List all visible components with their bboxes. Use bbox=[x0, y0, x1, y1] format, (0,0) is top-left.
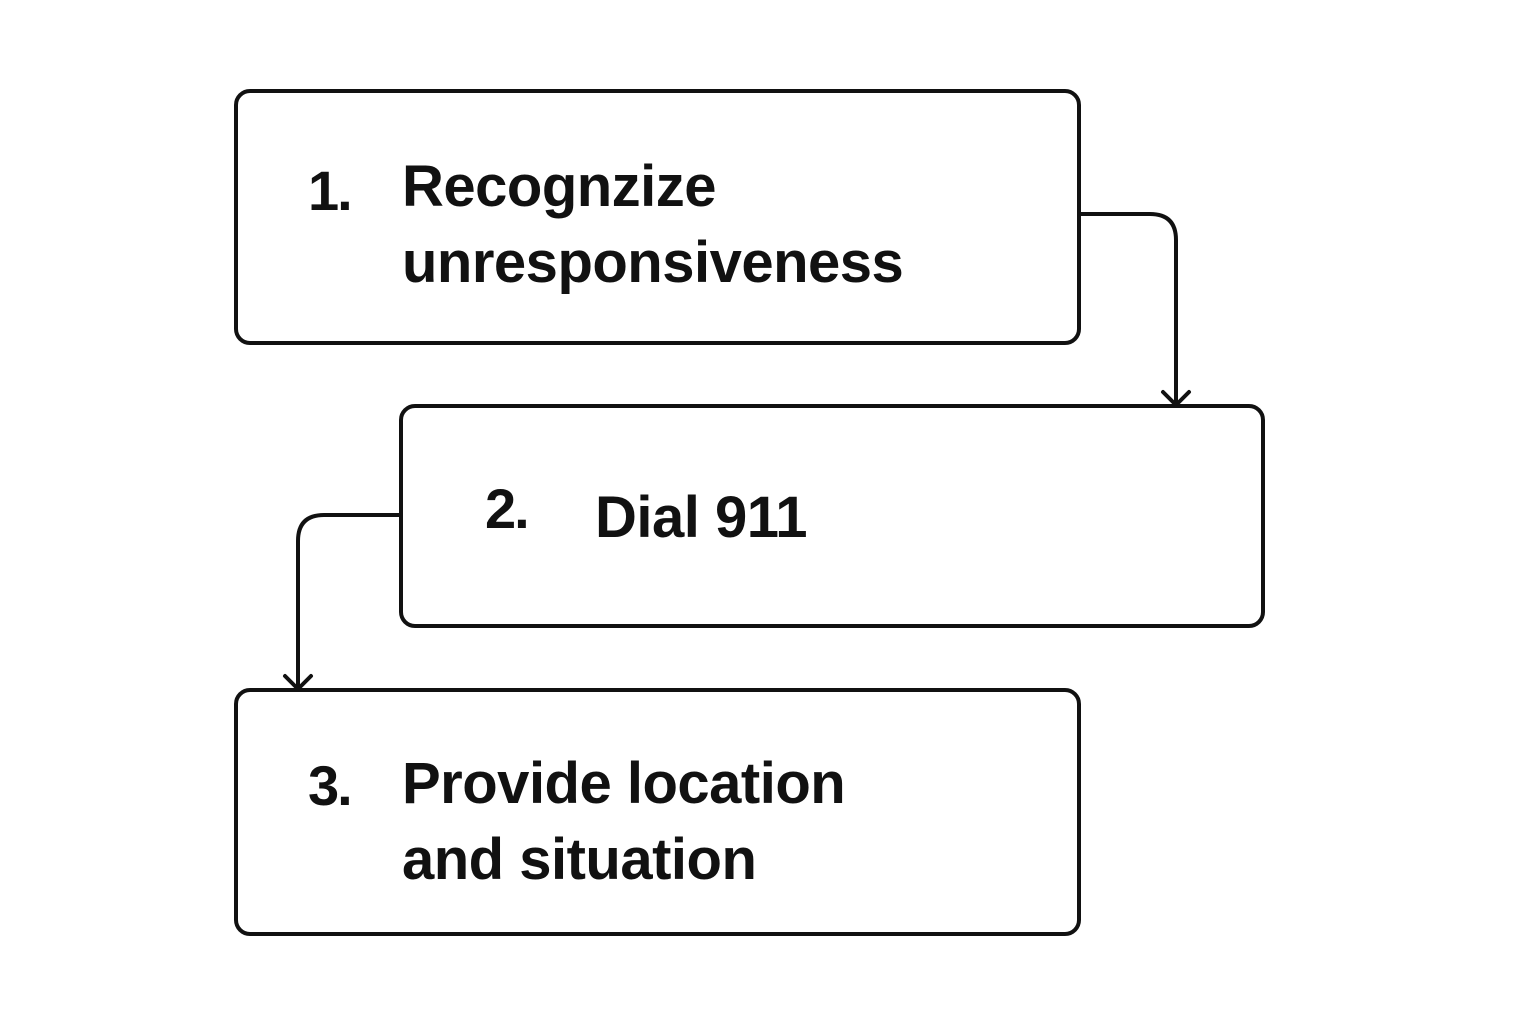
step-text-2: Dial 911 bbox=[595, 480, 808, 556]
step-number-2: 2. bbox=[485, 477, 530, 540]
step-text-1-line-1: Recognzize bbox=[402, 154, 717, 219]
step-text-1-line-2: unresponsiveness bbox=[402, 230, 904, 295]
step-number-3: 3. bbox=[308, 754, 353, 817]
step-text-1: Recognzize unresponsiveness bbox=[402, 149, 904, 301]
step-number-1: 1. bbox=[308, 159, 353, 222]
step-text-3-line-1: Provide location bbox=[402, 751, 846, 816]
connector-step1-to-step2 bbox=[1079, 212, 1178, 406]
step-box-1: 1. Recognzize unresponsiveness bbox=[234, 89, 1081, 345]
step-text-2-line-1: Dial 911 bbox=[595, 485, 808, 550]
step-text-3: Provide location and situation bbox=[402, 746, 846, 898]
step-box-2: 2. Dial 911 bbox=[399, 404, 1265, 628]
connector-step2-to-step3 bbox=[296, 513, 401, 690]
step-text-3-line-2: and situation bbox=[402, 827, 757, 892]
step-box-3: 3. Provide location and situation bbox=[234, 688, 1081, 936]
